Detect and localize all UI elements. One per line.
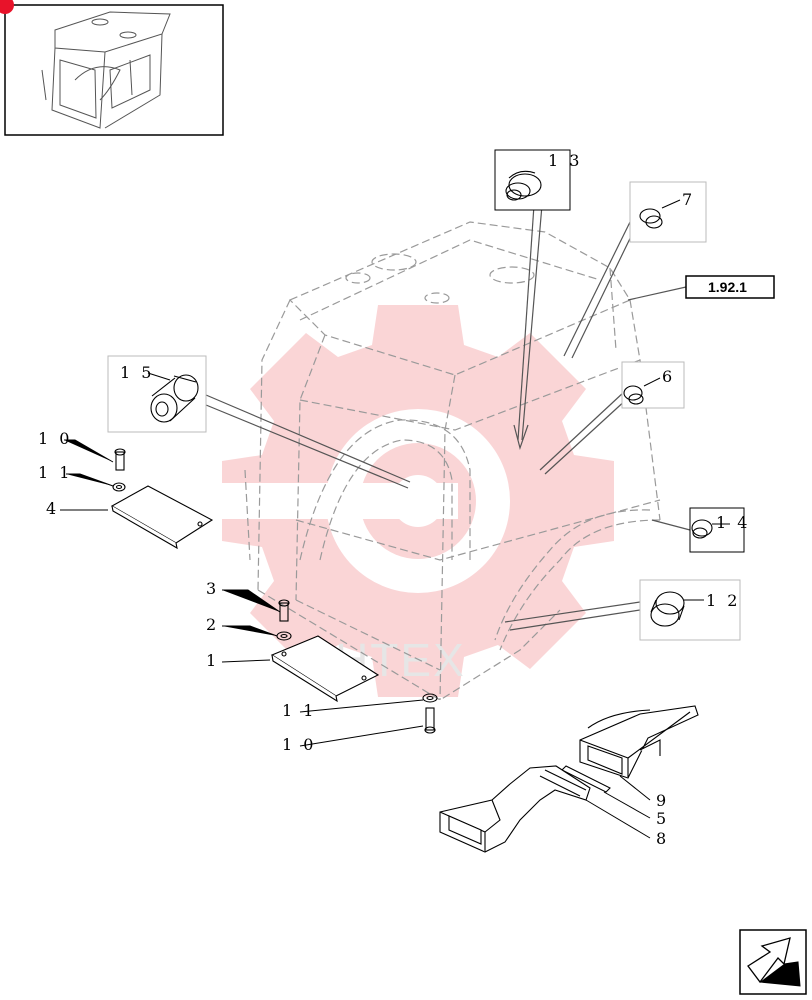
reference-box[interactable]: 1.92.1 [685,275,775,299]
cover-plate-1 [270,635,380,703]
label-3: 3 [206,579,219,598]
label-9: 9 [656,791,669,810]
duct-8 [439,765,591,853]
callout-box-13[interactable]: 1 3 [494,149,582,211]
label-15: 1 5 [120,363,154,382]
label-12: 1 2 [706,591,740,610]
label-11-upper: 1 1 [38,463,72,482]
overview-thumbnail[interactable] [0,0,224,136]
lower-label-leaders [221,589,424,747]
bushing-15-part [150,374,199,423]
label-5: 5 [656,809,669,828]
leader-lines [205,204,691,631]
upper-label-leaders [60,439,114,511]
plug-12-part [650,591,685,627]
callout-box-15[interactable]: 1 5 [107,355,207,433]
watermark: ИНТЕХ [208,305,614,697]
callout-box-7[interactable]: 7 [629,181,707,243]
label-11-lower: 1 1 [282,701,316,720]
plug-6-part [623,385,644,405]
cab-frame [244,221,661,701]
plug-7-part [639,208,663,229]
callout-box-6[interactable]: 6 [621,361,685,409]
label-2: 2 [206,615,219,634]
label-6: 6 [662,367,675,386]
washer-11-upper [112,482,126,492]
label-1: 1 [206,651,219,670]
bolt-10-upper [114,448,126,471]
grommet-13-part [505,170,542,201]
label-14: 1 4 [716,513,750,532]
thumbnail-badge [0,0,14,14]
seal-strip-5 [561,765,611,793]
label-8: 8 [656,829,669,848]
reference-text: 1.92.1 [708,279,747,295]
washer-11-lower [422,693,438,703]
label-10-lower: 1 0 [282,735,316,754]
duct-9 [579,705,699,779]
label-7: 7 [682,190,695,209]
duct-label-leaders [585,775,651,839]
callout-box-14[interactable]: 1 4 [689,507,750,553]
label-4: 4 [46,499,59,518]
label-13: 1 3 [548,151,582,170]
plug-14-part [691,519,713,539]
bolt-10-lower [424,707,436,734]
label-10-upper: 1 0 [38,429,72,448]
callout-box-12[interactable]: 1 2 [639,579,741,641]
cover-plate-4 [110,485,214,550]
next-page-arrow-icon[interactable] [739,929,807,995]
